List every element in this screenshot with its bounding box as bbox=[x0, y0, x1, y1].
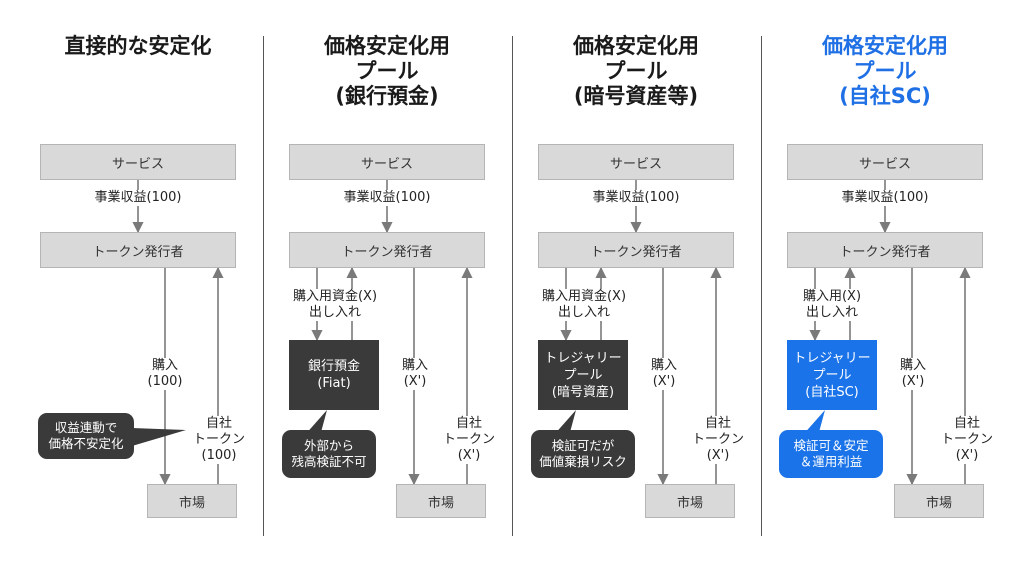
own-token-label-2: 自社 トークン (X') bbox=[440, 416, 498, 464]
revenue-label-1: 事業収益(100) bbox=[78, 190, 198, 206]
own-token-label-4: 自社 トークン (X') bbox=[938, 416, 996, 464]
revenue-label-3: 事業収益(100) bbox=[576, 190, 696, 206]
pool-box-4: トレジャリー プール (自社SC) bbox=[787, 340, 877, 410]
revenue-label-4: 事業収益(100) bbox=[825, 190, 945, 206]
buy-label-2: 購入 (X') bbox=[388, 358, 442, 390]
funds-label-3: 購入用資金(X) 出し入れ bbox=[529, 289, 639, 321]
buy-label-1: 購入 (100) bbox=[138, 358, 192, 390]
pool-box-3: トレジャリー プール (暗号資産) bbox=[538, 340, 628, 410]
issuer-box-3: トークン発行者 bbox=[538, 232, 734, 268]
column-3-title: 価格安定化用 プール (暗号資産等) bbox=[573, 34, 699, 108]
buy-label-4: 購入 (X') bbox=[886, 358, 940, 390]
funds-label-2: 購入用資金(X) 出し入れ bbox=[280, 289, 390, 321]
callout-1: 収益連動で 価格不安定化 bbox=[38, 413, 134, 459]
funds-label-4: 購入用(X) 出し入れ bbox=[787, 289, 877, 321]
market-box-1: 市場 bbox=[147, 484, 237, 518]
service-box-3: サービス bbox=[538, 144, 734, 180]
issuer-box-2: トークン発行者 bbox=[289, 232, 485, 268]
callout-2: 外部から 残高検証不可 bbox=[282, 430, 376, 478]
issuer-box-1: トークン発行者 bbox=[40, 232, 236, 268]
service-box-2: サービス bbox=[289, 144, 485, 180]
column-1-title: 直接的な安定化 bbox=[64, 34, 212, 58]
revenue-label-2: 事業収益(100) bbox=[327, 190, 447, 206]
column-4-title: 価格安定化用 プール (自社SC) bbox=[822, 34, 948, 108]
callout-tail-1 bbox=[132, 428, 186, 446]
buy-label-3: 購入 (X') bbox=[637, 358, 691, 390]
callout-tail-4 bbox=[802, 410, 825, 436]
pool-box-2: 銀行預金 (Fiat) bbox=[289, 340, 379, 410]
column-2-title: 価格安定化用 プール (銀行預金) bbox=[324, 34, 450, 108]
callout-tail-3 bbox=[553, 410, 576, 436]
column-divider-2 bbox=[512, 36, 513, 536]
own-token-label-1: 自社 トークン (100) bbox=[190, 416, 248, 464]
callout-4: 検証可＆安定 ＆運用利益 bbox=[779, 430, 883, 478]
column-divider-3 bbox=[761, 36, 762, 536]
issuer-box-4: トークン発行者 bbox=[787, 232, 983, 268]
market-box-2: 市場 bbox=[396, 484, 486, 518]
market-box-3: 市場 bbox=[645, 484, 735, 518]
service-box-1: サービス bbox=[40, 144, 236, 180]
own-token-label-3: 自社 トークン (X') bbox=[689, 416, 747, 464]
column-divider-1 bbox=[263, 36, 264, 536]
callout-tail-2 bbox=[304, 410, 327, 436]
service-box-4: サービス bbox=[787, 144, 983, 180]
market-box-4: 市場 bbox=[894, 484, 984, 518]
callout-3: 検証可だが 価値棄損リスク bbox=[531, 430, 635, 478]
